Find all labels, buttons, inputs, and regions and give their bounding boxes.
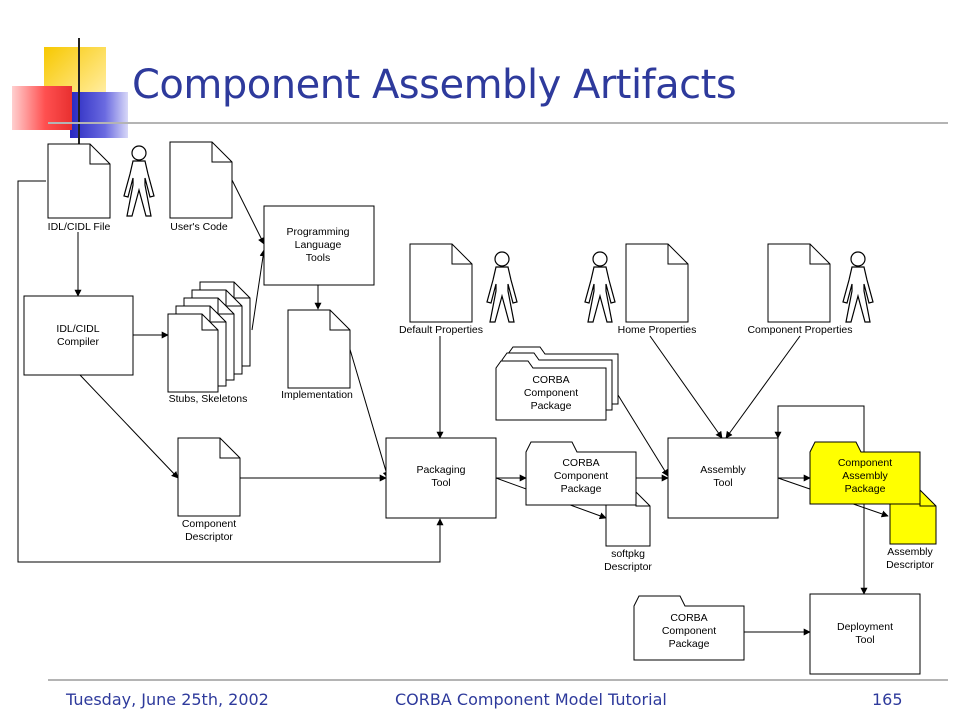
doc-softpkg-label-1: softpkg bbox=[611, 548, 645, 560]
pkg-mid: CORBA Component Package bbox=[525, 441, 637, 506]
arrow-compiler-to-comp-desc bbox=[79, 374, 179, 479]
doc-component-props: Component Properties bbox=[747, 243, 853, 336]
tool-prog-lang-label-2: Language bbox=[295, 239, 342, 251]
tool-deployment: Deployment Tool bbox=[809, 593, 921, 675]
tool-deployment-label-1: Deployment bbox=[837, 621, 893, 633]
tool-packaging-label-2: Tool bbox=[431, 477, 450, 489]
pkg-stack: CORBA Component Package bbox=[495, 346, 619, 421]
user-icon-4 bbox=[842, 251, 874, 323]
doc-assembly-desc-label-2: Descriptor bbox=[886, 559, 934, 571]
user-icon-2 bbox=[486, 251, 518, 323]
tool-compiler: IDL/CIDL Compiler bbox=[23, 295, 134, 376]
pkg-assembly-label-1: Component bbox=[838, 457, 892, 469]
tool-compiler-label-2: Compiler bbox=[57, 336, 100, 348]
tool-assembly-label-1: Assembly bbox=[700, 464, 746, 476]
doc-assembly-desc: Assembly Descriptor bbox=[886, 489, 937, 571]
arrow-userscode-to-proglang bbox=[231, 179, 265, 245]
pkg-mid-label-3: Package bbox=[561, 483, 602, 495]
doc-home-props: Home Properties bbox=[618, 243, 697, 336]
pkg-stack-label-1: CORBA bbox=[532, 374, 569, 386]
tool-prog-lang-label-1: Programming bbox=[286, 226, 349, 238]
pkg-mid-label-2: Component bbox=[554, 470, 608, 482]
pkg-stack-label-2: Component bbox=[524, 387, 578, 399]
pkg-assembly-label-2: Assembly bbox=[842, 470, 888, 482]
tool-deployment-label-2: Tool bbox=[855, 634, 874, 646]
arrow-idl-to-packaging bbox=[17, 180, 444, 563]
tool-prog-lang-label-3: Tools bbox=[306, 252, 331, 264]
arrow-impl-to-packaging bbox=[348, 345, 390, 479]
footer-center: CORBA Component Model Tutorial bbox=[395, 690, 667, 709]
footer-rule bbox=[48, 679, 948, 681]
tool-packaging: Packaging Tool bbox=[385, 437, 497, 519]
doc-idl-file: IDL/CIDL File bbox=[47, 143, 111, 233]
tool-packaging-label-1: Packaging bbox=[416, 464, 465, 476]
arrow-pkgstack-to-assembly bbox=[617, 394, 669, 477]
doc-users-code: User's Code bbox=[169, 141, 233, 233]
doc-comp-desc-label-2: Descriptor bbox=[185, 531, 233, 543]
tool-compiler-label-1: IDL/CIDL bbox=[56, 323, 99, 335]
doc-stubs-stack: Stubs, Skeletons bbox=[167, 281, 251, 405]
deco-vertical-line bbox=[78, 38, 80, 144]
pkg-bottom: CORBA Component Package bbox=[633, 595, 745, 661]
tool-assembly-label-2: Tool bbox=[713, 477, 732, 489]
footer-date: Tuesday, June 25th, 2002 bbox=[66, 690, 269, 709]
doc-default-props: Default Properties bbox=[399, 243, 483, 336]
pkg-bottom-label-3: Package bbox=[669, 638, 710, 650]
arrow-stubs-to-proglang bbox=[251, 249, 267, 331]
pkg-bottom-label-1: CORBA bbox=[670, 612, 707, 624]
tool-prog-lang: Programming Language Tools bbox=[263, 205, 375, 286]
doc-stubs-label: Stubs, Skeletons bbox=[169, 393, 248, 405]
doc-implementation-label: Implementation bbox=[281, 389, 353, 401]
pkg-assembly-label-3: Package bbox=[845, 483, 886, 495]
pkg-stack-label-3: Package bbox=[531, 400, 572, 412]
doc-component-props-label: Component Properties bbox=[747, 324, 852, 336]
doc-home-props-label: Home Properties bbox=[618, 324, 697, 336]
doc-default-props-label: Default Properties bbox=[399, 324, 483, 336]
doc-users-code-label: User's Code bbox=[170, 221, 228, 233]
slide-title: Component Assembly Artifacts bbox=[132, 62, 737, 108]
arrow-compprops-to-assembly bbox=[725, 335, 801, 439]
user-icon-3 bbox=[584, 251, 616, 323]
pkg-assembly: Component Assembly Package bbox=[809, 441, 921, 505]
arrow-homeprops-to-assembly bbox=[649, 335, 723, 439]
doc-idl-file-label: IDL/CIDL File bbox=[48, 221, 111, 233]
footer-page-number: 165 bbox=[872, 690, 903, 709]
doc-comp-desc: Component Descriptor bbox=[177, 437, 241, 543]
user-icon-1 bbox=[123, 145, 155, 217]
tool-assembly: Assembly Tool bbox=[667, 437, 779, 519]
pkg-bottom-label-2: Component bbox=[662, 625, 716, 637]
title-rule bbox=[48, 122, 948, 124]
doc-softpkg-label-2: Descriptor bbox=[604, 561, 652, 573]
doc-implementation: Implementation bbox=[281, 309, 353, 401]
doc-assembly-desc-label-1: Assembly bbox=[887, 546, 933, 558]
doc-comp-desc-label-1: Component bbox=[182, 518, 236, 530]
pkg-mid-label-1: CORBA bbox=[562, 457, 599, 469]
